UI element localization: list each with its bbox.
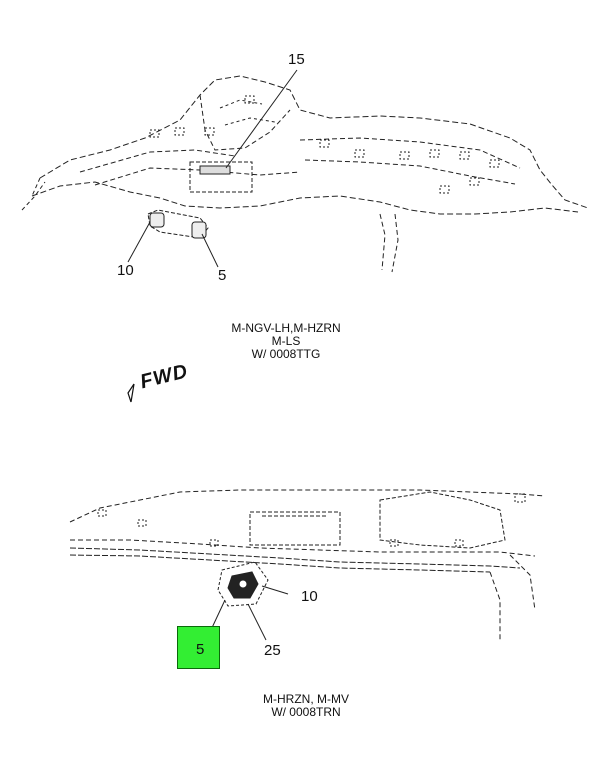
lower-caption: M-HRZN, M-MV W/ 0008TRN <box>186 693 426 719</box>
callout-10-lower[interactable]: 10 <box>301 588 318 605</box>
fwd-arrow-icon <box>127 383 135 403</box>
callout-5-highlighted[interactable]: 5 <box>177 626 220 669</box>
upper-leader-lines <box>127 69 298 268</box>
upper-hanging-part <box>147 209 209 239</box>
callout-5[interactable]: 5 <box>218 267 227 284</box>
lower-caption-line-1: M-HRZN, M-MV <box>263 692 349 706</box>
lower-vehicle-assembly <box>69 489 546 640</box>
upper-vehicle-assembly <box>21 75 589 273</box>
upper-caption-line-3: W/ 0008TTG <box>251 347 321 361</box>
callout-25[interactable]: 25 <box>264 642 281 659</box>
upper-caption-line-2: M-LS <box>271 334 301 348</box>
upper-caption: M-NGV-LH,M-HZRN M-LS W/ 0008TTG <box>166 322 406 361</box>
upper-caption-line-1: M-NGV-LH,M-HZRN <box>231 321 341 335</box>
lower-caption-line-2: W/ 0008TRN <box>271 705 341 719</box>
callout-10[interactable]: 10 <box>117 262 134 279</box>
callout-5-highlighted-label: 5 <box>196 641 205 658</box>
callout-15[interactable]: 15 <box>288 51 305 68</box>
